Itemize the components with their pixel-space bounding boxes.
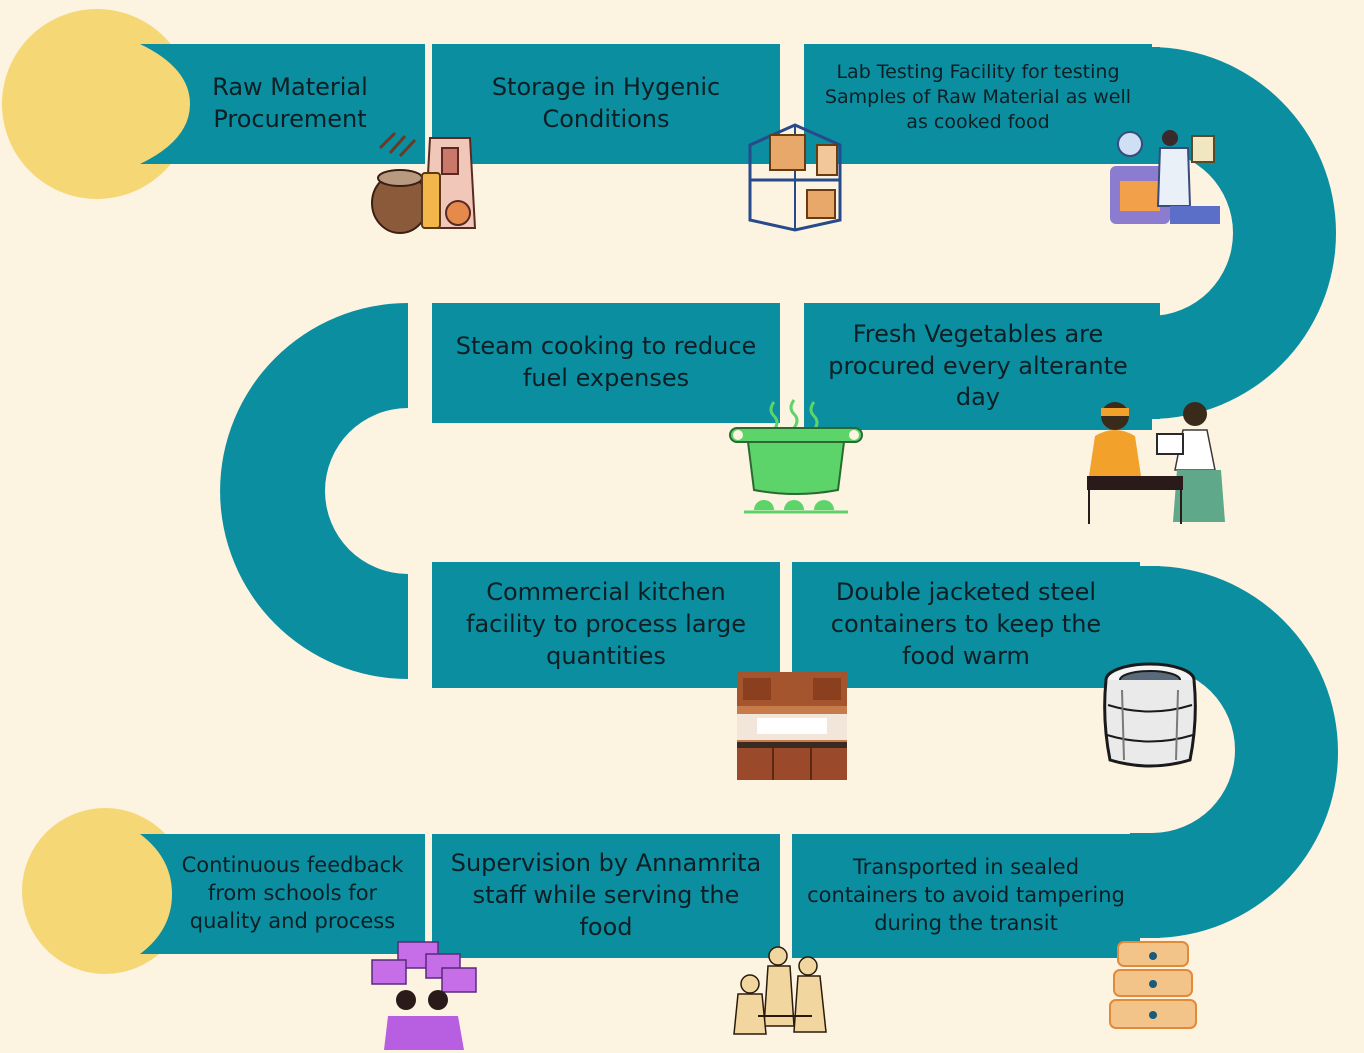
step-label: Continuous feedback from schools for qua…	[181, 853, 404, 933]
step-label: Raw Material Procurement	[212, 73, 368, 133]
step-label: Double jacketed steel containers to keep…	[830, 578, 1102, 670]
step-label: Storage in Hygenic Conditions	[491, 73, 721, 133]
curve-right-top	[1150, 47, 1336, 419]
feedback-people-icon	[371, 941, 477, 1050]
step-label: Supervision by Annamrita staff while ser…	[450, 849, 762, 941]
step-label: Transported in sealed containers to avoi…	[807, 855, 1125, 935]
step-label: Commercial kitchen facility to process l…	[466, 578, 746, 670]
step-label: Fresh Vegetables are procured every alte…	[828, 319, 1128, 412]
curve-right-bottom	[1152, 566, 1338, 938]
step-transported: Transported in sealed containers to avoi…	[792, 834, 1140, 958]
steel-container-icon	[1103, 662, 1197, 768]
serving-staff-icon	[733, 946, 827, 1035]
start-circle	[2, 9, 192, 199]
step-raw-material: Raw Material Procurement	[155, 44, 425, 164]
lab-scientist-icon	[1110, 130, 1220, 224]
start-tab	[140, 44, 425, 164]
storage-shelf-icon	[748, 123, 842, 232]
step-label: Lab Testing Facility for testing Samples…	[824, 61, 1132, 134]
step-double-jacketed: Double jacketed steel containers to keep…	[792, 562, 1140, 688]
step-label: Steam cooking to reduce fuel expenses	[455, 332, 757, 392]
vendor-counter-icon	[1087, 402, 1225, 524]
cooking-pot-icon	[729, 399, 863, 514]
lunchbox-stack-icon	[1109, 941, 1197, 1029]
end-circle	[22, 808, 188, 974]
step-commercial-kitchen: Commercial kitchen facility to process l…	[432, 562, 780, 688]
curve-left-middle	[220, 303, 408, 679]
step-continuous-feedback: Continuous feedback from schools for qua…	[160, 834, 425, 954]
step-lab-testing: Lab Testing Facility for testing Samples…	[804, 44, 1152, 164]
step-storage: Storage in Hygenic Conditions	[432, 44, 780, 164]
kitchen-photo-icon	[737, 672, 847, 780]
step-fresh-vegetables: Fresh Vegetables are procured every alte…	[804, 303, 1152, 430]
step-steam-cooking: Steam cooking to reduce fuel expenses	[432, 303, 780, 423]
grocery-icon	[371, 131, 477, 234]
step-supervision: Supervision by Annamrita staff while ser…	[432, 834, 780, 958]
end-tab	[140, 834, 425, 954]
